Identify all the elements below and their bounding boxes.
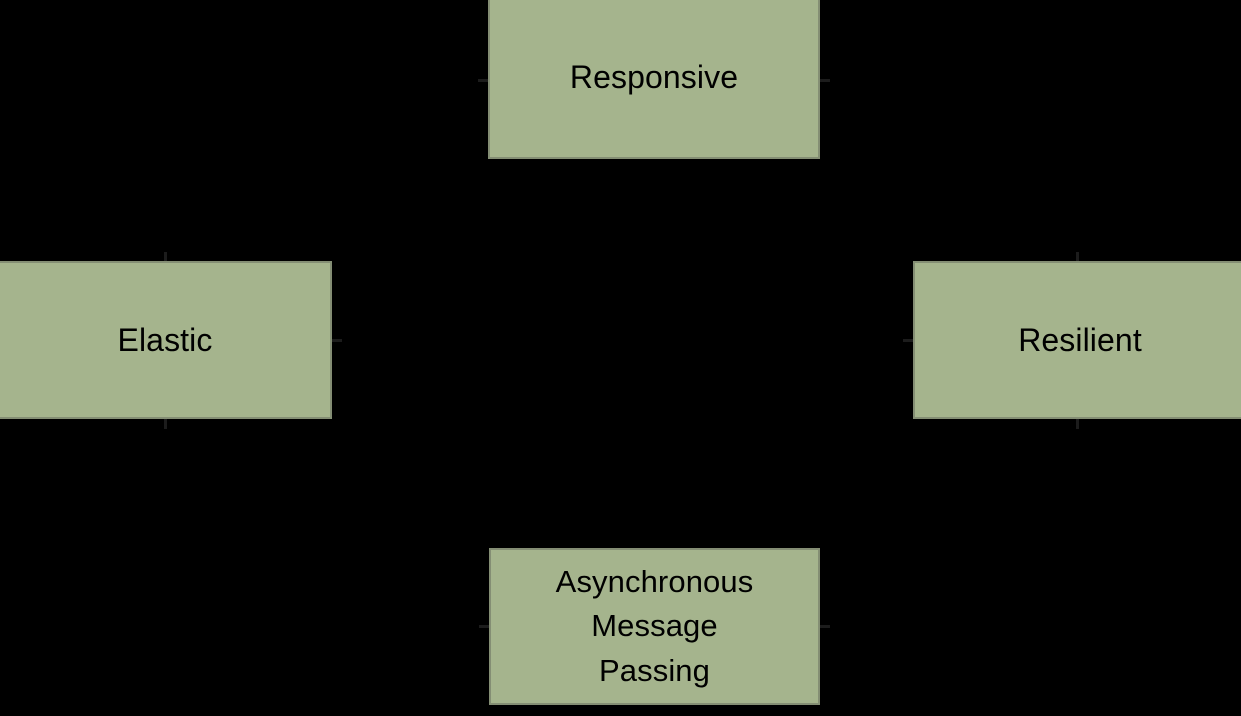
node-responsive-label: Responsive (569, 59, 739, 96)
connector-stub-elastic-right (332, 339, 342, 342)
node-elastic[interactable]: Elastic (0, 261, 332, 419)
node-resilient[interactable]: Resilient (913, 261, 1241, 419)
connector-stub-resilient-bottom (1076, 419, 1079, 429)
connector-stub-elastic-bottom (164, 419, 167, 429)
connector-stub-responsive-right (820, 79, 830, 82)
node-responsive[interactable]: Responsive (488, 0, 820, 159)
connector-stub-async-left (479, 625, 489, 628)
node-resilient-label: Resilient (1018, 321, 1142, 358)
connector-stub-resilient-left (903, 339, 913, 342)
node-async-message-passing-label: Asynchronous Message Passing (555, 563, 754, 688)
node-async-message-passing[interactable]: Asynchronous Message Passing (489, 548, 820, 705)
connector-stub-responsive-left (478, 79, 488, 82)
node-elastic-label: Elastic (117, 321, 213, 358)
connector-stub-async-right (820, 625, 830, 628)
